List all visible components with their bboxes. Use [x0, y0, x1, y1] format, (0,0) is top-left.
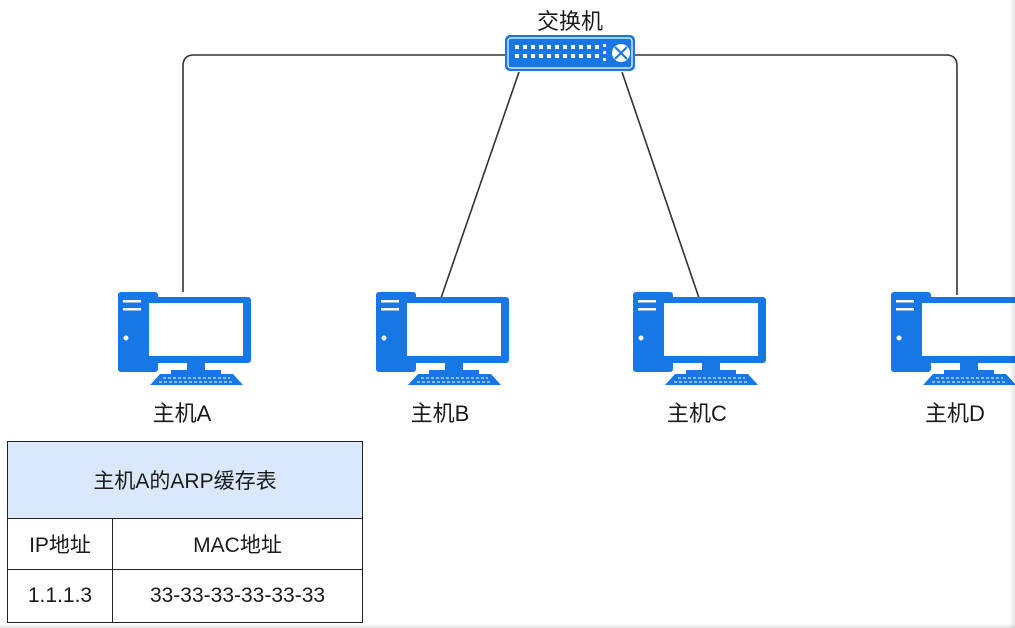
link-switch-d: [635, 54, 958, 295]
link-switch-c: [621, 71, 700, 299]
arp-cache-table: 主机A的ARP缓存表 IP地址 MAC地址 1.1.1.3 33-33-33-3…: [7, 441, 363, 623]
host-label-d: 主机D: [925, 401, 985, 426]
switch-label: 交换机: [536, 9, 604, 34]
host-label-c: 主机C: [667, 401, 727, 426]
desktop-computer-icon: [633, 292, 766, 385]
link-switch-b: [440, 71, 520, 299]
links-layer: [182, 54, 958, 299]
table-row: 1.1.1.3 33-33-33-33-33-33: [7, 569, 363, 623]
switch-layer: [505, 35, 635, 71]
link-switch-a: [182, 54, 505, 292]
edge-shadow: [1009, 0, 1015, 628]
arp-table-title: 主机A的ARP缓存表: [7, 441, 363, 519]
cell-mac: 33-33-33-33-33-33: [112, 569, 363, 623]
desktop-computer-icon: [891, 292, 1015, 385]
host-label-a: 主机A: [152, 401, 212, 426]
column-header-mac: MAC地址: [112, 518, 363, 570]
column-header-ip: IP地址: [7, 518, 113, 570]
bottom-shadow: [0, 624, 1015, 628]
desktop-computer-icon: [118, 292, 251, 385]
cell-ip: 1.1.1.3: [7, 569, 113, 623]
host-label-b: 主机B: [410, 401, 470, 426]
hosts-layer: [118, 292, 1015, 385]
desktop-computer-icon: [376, 292, 509, 385]
network-switch-icon: [505, 35, 635, 71]
